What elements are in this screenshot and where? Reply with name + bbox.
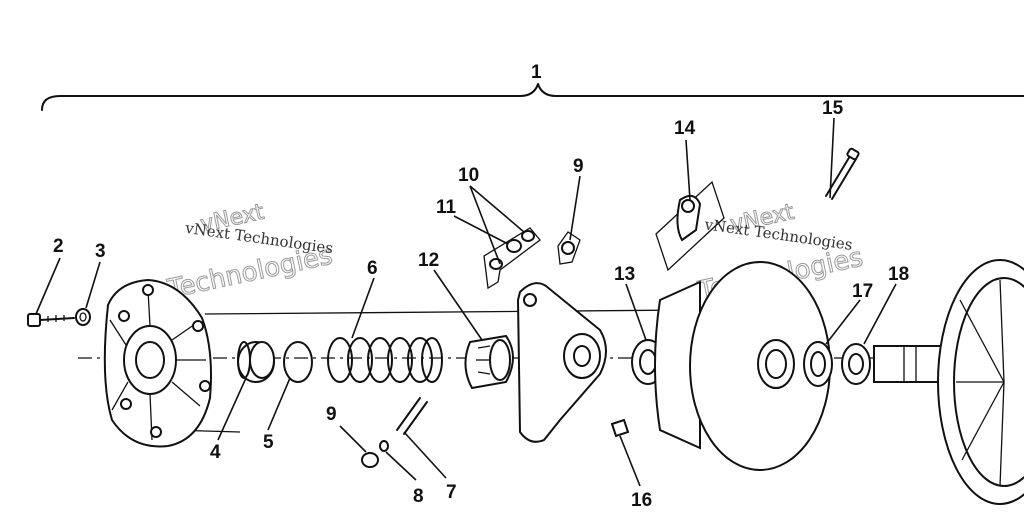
collar-part-12	[464, 334, 514, 390]
washer-part-3	[75, 308, 91, 326]
callout-10: 10	[458, 165, 479, 186]
callout-13: 13	[614, 264, 635, 285]
callout-15: 15	[822, 98, 844, 119]
callout-14: 14	[674, 118, 696, 139]
callout-9-lower: 9	[326, 404, 337, 425]
upper-reference-line	[204, 309, 691, 315]
shaft	[873, 345, 945, 383]
callout-8: 8	[413, 486, 424, 507]
cam-bracket-parts-10-11	[483, 227, 541, 290]
assembly-brace	[41, 83, 1024, 111]
spider-arm	[516, 282, 607, 443]
callout-3: 3	[95, 241, 106, 262]
washer-part-8	[379, 440, 389, 452]
callout-9-upper: 9	[573, 156, 584, 177]
callout-4: 4	[210, 442, 221, 463]
weight-part-14	[655, 180, 725, 272]
bushing-part-4	[237, 341, 275, 383]
callout-7: 7	[446, 482, 457, 503]
callout-11: 11	[436, 197, 457, 218]
pin-part-7	[396, 397, 428, 435]
sheave-drum	[654, 261, 831, 471]
roller-part-9-lower	[361, 452, 379, 468]
roller-part-9-upper	[557, 231, 581, 265]
fixed-sheave	[937, 259, 1024, 505]
cover-plate	[103, 278, 212, 448]
grease-fitting-part-16	[610, 418, 630, 438]
callout-17: 17	[852, 281, 873, 302]
callout-6: 6	[367, 258, 378, 279]
leader-lines	[35, 117, 897, 487]
callout-12: 12	[418, 250, 439, 271]
callout-16: 16	[631, 490, 652, 511]
bolt-part-2	[27, 313, 75, 327]
bushing-part-17	[803, 341, 833, 387]
callout-5: 5	[263, 432, 274, 453]
bushing-part-18	[841, 343, 871, 385]
callout-18: 18	[888, 264, 909, 285]
callout-1: 1	[531, 62, 542, 83]
callout-2: 2	[53, 236, 64, 257]
snap-ring-part-5	[283, 341, 313, 383]
spring-part-6	[327, 337, 443, 383]
